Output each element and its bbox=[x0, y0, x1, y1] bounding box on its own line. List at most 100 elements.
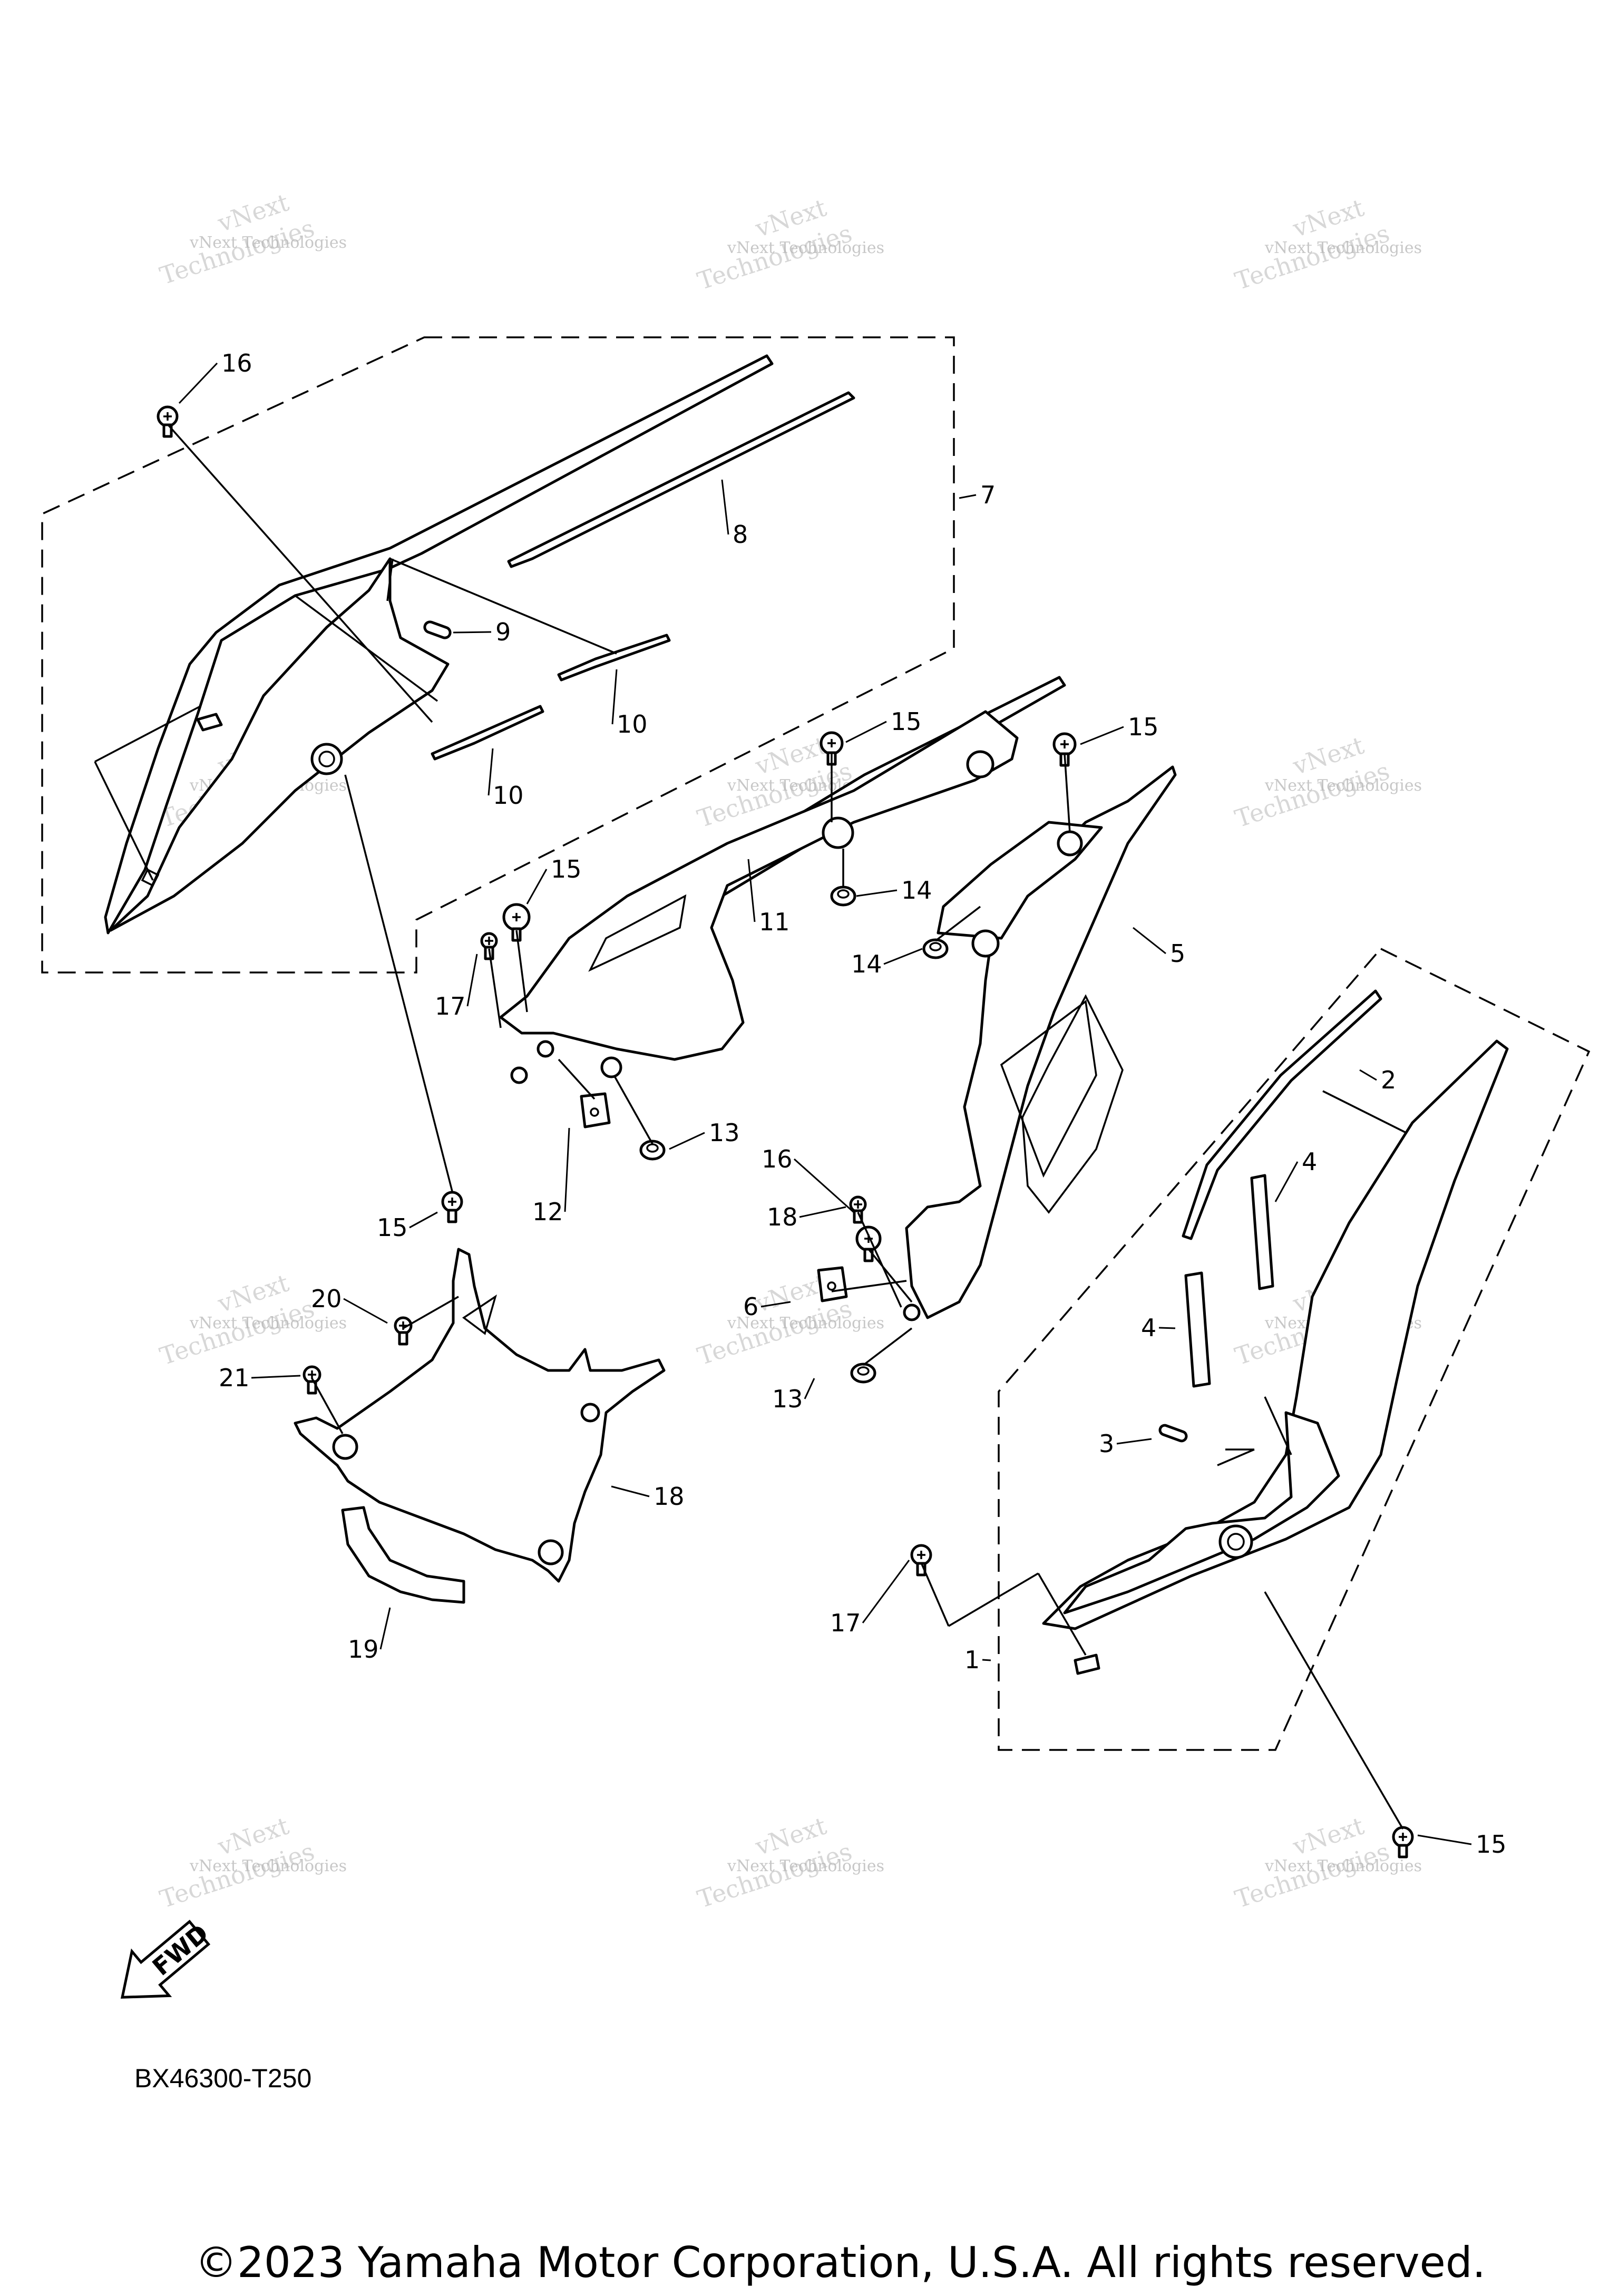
callout-leader bbox=[178, 362, 218, 404]
callout-12: 12 bbox=[532, 1198, 563, 1226]
callout-leader bbox=[409, 1211, 438, 1229]
watermark-text: vNext Technologies bbox=[727, 1857, 884, 1875]
group-box-7 bbox=[41, 336, 955, 974]
connector-line bbox=[488, 948, 502, 1028]
callout-leader bbox=[1359, 1069, 1377, 1081]
connector-line bbox=[948, 1572, 1039, 1627]
under-cowl-19 bbox=[294, 1248, 666, 1583]
bolt bbox=[910, 1544, 932, 1577]
nut bbox=[850, 1363, 876, 1384]
callout-leader bbox=[747, 859, 756, 922]
copyright-notice: ©2023 Yamaha Motor Corporation, U.S.A. A… bbox=[195, 2238, 1486, 2287]
nut bbox=[639, 1140, 666, 1161]
nut bbox=[830, 886, 856, 907]
callout-15: 15 bbox=[551, 855, 582, 883]
watermark-text: vNext Technologies bbox=[1264, 239, 1422, 257]
callout-15: 15 bbox=[891, 707, 922, 736]
stripe-8 bbox=[507, 391, 855, 568]
side-cover-left-7 bbox=[104, 354, 774, 935]
callout-leader bbox=[1133, 927, 1166, 955]
connector-line bbox=[94, 761, 154, 881]
watermark-text: vNext Technologies bbox=[1264, 1857, 1422, 1875]
callout-5: 5 bbox=[1170, 939, 1185, 968]
callout-17: 17 bbox=[830, 1609, 861, 1637]
callout-8: 8 bbox=[733, 520, 748, 549]
callout-14: 14 bbox=[851, 950, 882, 978]
callout-18: 18 bbox=[654, 1482, 685, 1511]
bolt bbox=[441, 1191, 463, 1223]
connector-line bbox=[857, 1212, 902, 1308]
callout-leader bbox=[760, 1301, 791, 1308]
connector-line bbox=[613, 1075, 654, 1144]
connector-line bbox=[1037, 1573, 1087, 1656]
callout-13: 13 bbox=[709, 1118, 740, 1147]
callout-20: 20 bbox=[311, 1285, 342, 1313]
watermark-text: vNext Technologies bbox=[727, 239, 884, 257]
connector-line bbox=[1264, 1591, 1404, 1830]
callout-16: 16 bbox=[762, 1145, 793, 1173]
callout-10: 10 bbox=[617, 710, 648, 738]
callout-leader bbox=[564, 1127, 570, 1212]
connector-line bbox=[167, 423, 433, 723]
nut bbox=[922, 938, 949, 959]
callout-11: 11 bbox=[759, 908, 790, 936]
callout-leader bbox=[856, 889, 898, 897]
callout-14: 14 bbox=[901, 876, 932, 904]
bolt bbox=[855, 1225, 882, 1262]
callout-leader bbox=[721, 479, 729, 535]
bolt bbox=[502, 903, 531, 942]
bolt bbox=[303, 1365, 321, 1395]
connector-line bbox=[1217, 1448, 1255, 1466]
callout-leader bbox=[845, 721, 887, 743]
bolt bbox=[157, 405, 179, 438]
connector-line bbox=[294, 595, 438, 702]
callout-13: 13 bbox=[772, 1385, 803, 1413]
callout-leader bbox=[1116, 1438, 1152, 1445]
callout-leader bbox=[862, 1560, 910, 1623]
callout-leader bbox=[526, 869, 548, 904]
connector-line bbox=[344, 774, 453, 1192]
connector-line bbox=[311, 1378, 344, 1434]
callout-leader bbox=[1080, 726, 1124, 745]
stripe-4b bbox=[1184, 1271, 1211, 1388]
callout-leader bbox=[799, 1206, 846, 1218]
callout-10: 10 bbox=[493, 781, 524, 810]
callout-leader bbox=[611, 669, 618, 725]
callout-7: 7 bbox=[980, 481, 996, 509]
watermark-text: vNext Technologies bbox=[1264, 776, 1422, 795]
plug-9 bbox=[423, 620, 452, 639]
diagram-code: BX46300-T250 bbox=[134, 2064, 311, 2093]
callout-15: 15 bbox=[1128, 713, 1159, 741]
bolt bbox=[849, 1195, 867, 1224]
callout-4: 4 bbox=[1141, 1314, 1156, 1342]
callout-1: 1 bbox=[964, 1646, 980, 1674]
stripe-10b bbox=[431, 705, 544, 761]
connector-line bbox=[389, 558, 617, 655]
callout-6: 6 bbox=[743, 1292, 758, 1321]
callout-18: 18 bbox=[767, 1203, 798, 1231]
callout-15: 15 bbox=[377, 1213, 408, 1242]
connector-line bbox=[831, 1280, 907, 1292]
callout-9: 9 bbox=[495, 618, 511, 646]
stripe-4a bbox=[1250, 1174, 1274, 1290]
callout-leader bbox=[959, 494, 977, 499]
connector-line bbox=[867, 1248, 913, 1303]
leader-lines bbox=[94, 423, 1408, 1830]
bolt bbox=[394, 1316, 413, 1346]
callout-leader bbox=[794, 1158, 854, 1213]
connector-line bbox=[934, 906, 981, 942]
center-cover-11 bbox=[499, 676, 1066, 1084]
watermark-text: vNext Technologies bbox=[189, 1857, 347, 1875]
watermark-text: vNext Technologies bbox=[727, 1314, 884, 1332]
callout-leader bbox=[453, 631, 492, 634]
